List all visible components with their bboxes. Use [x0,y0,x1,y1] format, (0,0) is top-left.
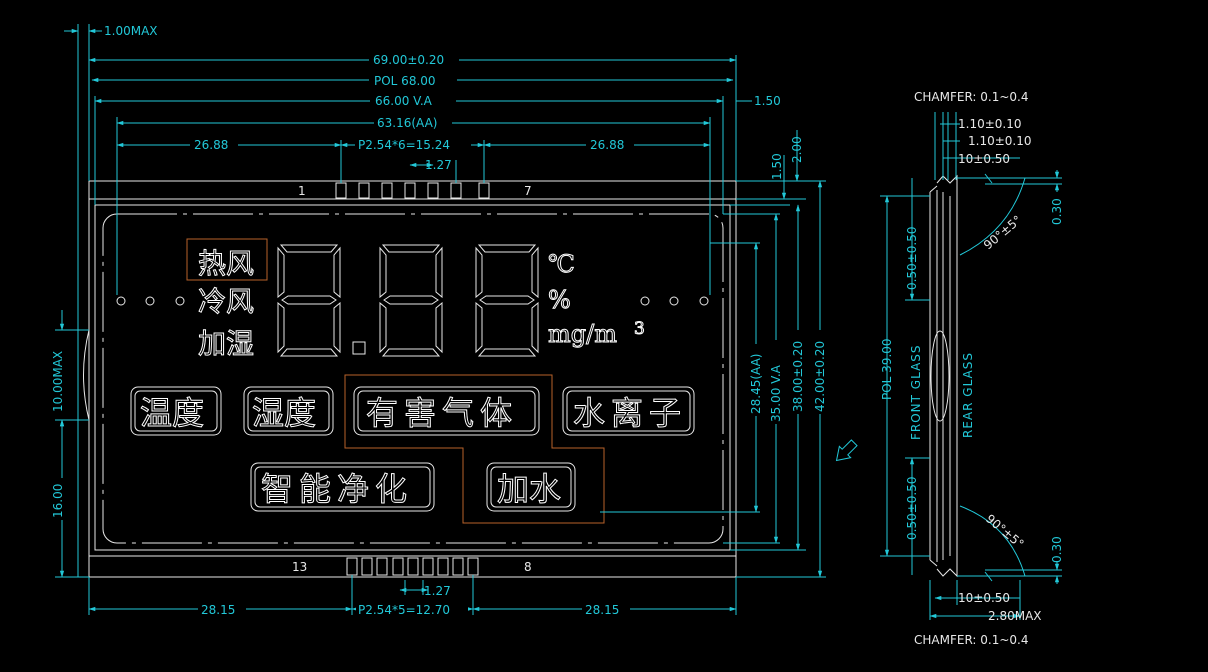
angle-bottom: 90°±5° [983,512,1026,552]
top-pin-pads [335,182,490,199]
dim-42: 42.00±0.20 [813,341,827,412]
btn-water-ion: 水离子 [573,394,687,432]
right-dimension-texts: 2.00 1.50 28.45(AA) 35.00 V.A 38.00±0.20… [749,136,828,424]
side-view-geometry [880,112,1062,620]
dim-1-00max: 1.00MAX [104,24,158,38]
selection-outline [344,374,605,524]
angle-top: 90°±5° [981,213,1024,253]
dim-16: 16.00 [51,484,65,518]
dim-35-va: 35.00 V.A [769,364,783,422]
percent-unit: % [548,286,571,314]
cold-air-label: 冷风 [198,285,254,318]
rear-glass-label: REAR GLASS [961,352,975,438]
btn-temperature: 温度 [140,394,204,432]
dim-1-27-bottom: 1.27 [424,584,451,598]
hot-air-highlight [186,238,268,281]
side-dim-t3: 10±0.50 [958,152,1010,166]
side-dim-t1: 1.10±0.10 [958,117,1022,131]
dim-1-50: 1.50 [754,94,781,108]
dim-pol68: POL 68.00 [374,74,436,88]
side-dim-b1: 10±0.50 [958,591,1010,605]
mgm-superscript: 3 [634,319,645,339]
pin-8-label: 8 [524,560,532,574]
dim-1-50-right: 1.50 [770,153,784,180]
digit-1 [277,244,341,357]
dim-26-88-left: 26.88 [194,138,228,152]
side-dim-b2: 2.80MAX [988,609,1042,623]
pin-7-label: 7 [524,184,532,198]
side-view-texts: CHAMFER: 0.1~0.4 CHAMFER: 0.1~0.4 1.10±0… [880,90,1064,647]
dim-26-88-right: 26.88 [590,138,624,152]
dim-pitch-top: P2.54*6=15.24 [358,138,450,152]
side-dim-r-bottom: 0.30 [1050,536,1064,563]
bottom-dimension-texts: 1.27 28.15 P2.54*5=12.70 28.15 [198,584,630,617]
dim-28-15-left: 28.15 [201,603,235,617]
side-dim-t2: 1.10±0.10 [968,134,1032,148]
dim-28-15-right: 28.15 [585,603,619,617]
dim-10-max: 10.00MAX [51,351,65,412]
front-glass-label: FRONT GLASS [909,344,923,440]
btn-humidity: 湿度 [252,394,316,432]
btn-smart-purify: 智能净化 [261,470,413,508]
dim-1-27-top: 1.27 [425,158,452,172]
pin-13-label: 13 [292,560,307,574]
btn-add-water: 加水 [497,470,561,508]
side-dim-v1: 0.50±0.50 [905,227,919,291]
digit-2 [379,244,443,357]
btn-harmful-gas: 有害气体 [366,394,518,432]
dim-2-00: 2.00 [790,136,804,163]
humidify-label: 加湿 [198,327,254,360]
chamfer-top: CHAMFER: 0.1~0.4 [914,90,1029,104]
segment-buttons [130,386,695,512]
side-dim-pol39: POL 39.00 [880,338,894,400]
hot-air-label: 热风 [198,247,254,280]
side-dim-r-top: 0.30 [1050,198,1064,225]
lcd-outline [83,180,737,578]
mgm-unit: mg/m [548,320,617,348]
dim-63aa: 63.16(AA) [377,116,437,130]
digit-3 [475,244,539,357]
dim-pitch-bottom: P2.54*5=12.70 [358,603,450,617]
celsius-unit: ℃ [548,250,575,278]
indicator-dots [116,296,709,306]
dim-28-45-aa: 28.45(AA) [749,354,763,414]
dimension-lines [55,24,826,615]
dim-66va: 66.00 V.A [375,94,433,108]
view-direction-icon [835,439,858,462]
pin-1-label: 1 [298,184,306,198]
top-dimension-texts: 1.00MAX 69.00±0.20 POL 68.00 66.00 V.A 6… [104,24,781,172]
left-dimension-texts: 10.00MAX 16.00 [51,351,65,520]
dim-69: 69.00±0.20 [373,53,444,67]
chamfer-bottom: CHAMFER: 0.1~0.4 [914,633,1029,647]
dim-38: 38.00±0.20 [791,341,805,412]
side-dim-v3: 0.50±0.50 [905,477,919,541]
seven-segment-digits [277,244,539,357]
bottom-pin-pads [346,557,479,576]
